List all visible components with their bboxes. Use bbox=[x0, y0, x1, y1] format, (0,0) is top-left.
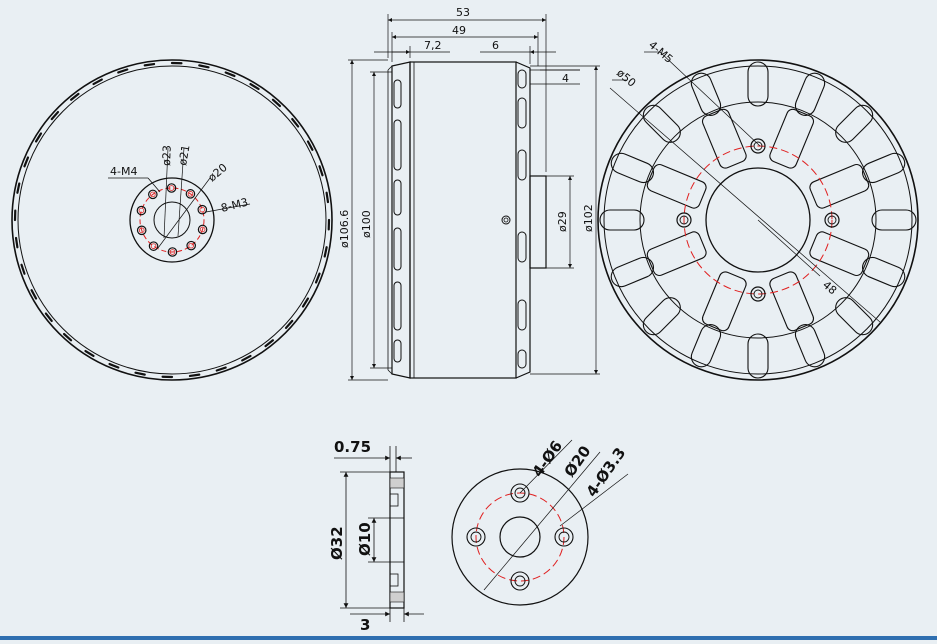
side-slot bbox=[394, 180, 401, 215]
side-slots-left bbox=[394, 80, 401, 362]
outer-cutout bbox=[639, 101, 684, 146]
hub-screw-hole-inner bbox=[200, 207, 205, 212]
flange-outer bbox=[452, 469, 588, 605]
hub-holes bbox=[137, 184, 207, 256]
label-d21: ø21 bbox=[176, 144, 192, 167]
bottom-accent-bar bbox=[0, 636, 937, 640]
dim-7-2: 7,2 bbox=[424, 39, 442, 52]
dim-49: 49 bbox=[452, 24, 466, 37]
flange-side-dimensions bbox=[334, 446, 424, 622]
side-slot bbox=[518, 70, 526, 88]
outer-cutout bbox=[872, 210, 916, 230]
hub-screw-hole-inner bbox=[151, 244, 156, 249]
motor-body bbox=[410, 62, 516, 378]
dim-d29: ø29 bbox=[556, 211, 569, 232]
outer-cutout bbox=[748, 334, 768, 378]
spoke-cutout bbox=[645, 163, 707, 210]
label-48: 48 bbox=[820, 278, 839, 297]
dim-3: 3 bbox=[360, 616, 370, 634]
side-slot bbox=[518, 300, 526, 330]
side-slot bbox=[394, 120, 401, 170]
rotor-outer-ring bbox=[12, 60, 332, 380]
rotor-inner-ring bbox=[18, 66, 326, 374]
hub-screw-hole bbox=[198, 205, 206, 213]
right-stator-view bbox=[598, 52, 918, 380]
flange-plate-side bbox=[390, 472, 404, 608]
dim-d100: ø100 bbox=[360, 210, 373, 238]
dim-d32: Ø32 bbox=[328, 526, 346, 560]
label-4-m4: 4-M4 bbox=[110, 165, 137, 178]
hub-screw-hole bbox=[137, 206, 145, 214]
dim-d102: ø102 bbox=[582, 204, 595, 232]
rim-slot bbox=[199, 65, 208, 67]
rim-slot bbox=[327, 193, 328, 202]
rim-slot bbox=[320, 166, 323, 175]
label-d50: ø50 bbox=[614, 66, 638, 89]
dim-4: 4 bbox=[562, 72, 569, 85]
outer-cutout bbox=[832, 101, 877, 146]
dim-0-75: 0.75 bbox=[334, 438, 371, 456]
dim-6: 6 bbox=[492, 39, 499, 52]
side-slot bbox=[518, 350, 526, 368]
side-slot bbox=[394, 340, 401, 362]
outer-cutout bbox=[832, 294, 877, 339]
left-rotor-view bbox=[12, 60, 332, 380]
left-flange bbox=[392, 62, 410, 378]
hub-screw-hole-inner bbox=[189, 243, 194, 248]
label-8-m3: 8-M3 bbox=[220, 196, 250, 215]
flange-holes bbox=[467, 484, 573, 590]
flange-side-view bbox=[390, 472, 404, 608]
spoke-cutout bbox=[768, 270, 815, 332]
outer-cutout bbox=[639, 294, 684, 339]
rim-slot bbox=[325, 247, 327, 256]
rim-slot bbox=[136, 373, 145, 375]
rim-slot bbox=[190, 375, 199, 376]
spoke-cutout bbox=[808, 163, 870, 210]
hub-screw-hole bbox=[187, 241, 195, 249]
hub-center-bore bbox=[154, 202, 190, 238]
dim-d10: Ø10 bbox=[356, 522, 374, 556]
shaft-hub bbox=[530, 176, 546, 268]
label-d23: ø23 bbox=[160, 145, 174, 166]
rim-slot bbox=[17, 184, 19, 193]
dim-d106-6: ø106.6 bbox=[338, 210, 351, 248]
side-slot bbox=[394, 80, 401, 108]
rim-slot bbox=[16, 238, 17, 247]
side-slot bbox=[518, 150, 526, 180]
label-4-d6: 4-Ø6 bbox=[529, 437, 567, 480]
label-d20: ø20 bbox=[206, 161, 230, 184]
side-slot bbox=[394, 282, 401, 330]
spoke-cutout bbox=[645, 230, 707, 277]
flange-bolt-circle bbox=[476, 493, 564, 581]
dim-53: 53 bbox=[456, 6, 470, 19]
side-dimensions bbox=[348, 14, 600, 380]
side-view bbox=[388, 62, 546, 378]
spoke-cutout bbox=[768, 107, 815, 169]
rim-slot bbox=[145, 64, 154, 65]
side-slot bbox=[394, 228, 401, 270]
rim-slot bbox=[118, 70, 127, 73]
flange-center-bore bbox=[500, 517, 540, 557]
side-slots-right bbox=[518, 70, 526, 368]
spoke-cutout bbox=[808, 230, 870, 277]
hub-screw-hole bbox=[149, 242, 157, 250]
rotor-slots bbox=[15, 63, 329, 377]
side-slot bbox=[518, 98, 526, 128]
outer-cutout bbox=[748, 62, 768, 106]
side-slot bbox=[518, 232, 526, 262]
rim-slot bbox=[217, 368, 226, 371]
outer-cutout bbox=[600, 210, 644, 230]
spoke-cutout bbox=[701, 270, 748, 332]
rim-slot bbox=[22, 265, 25, 274]
spoke-cutout bbox=[701, 107, 748, 169]
